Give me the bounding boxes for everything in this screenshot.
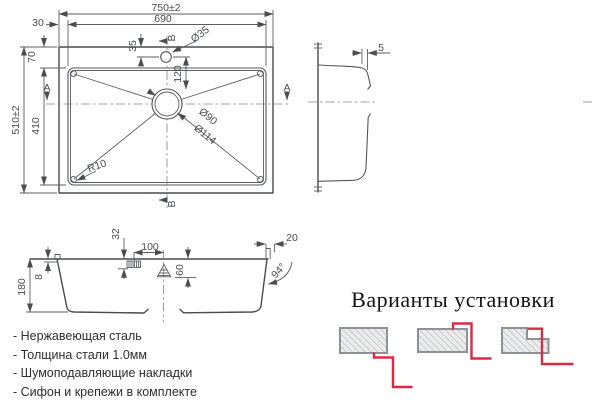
- dim-bowl-width-label: 690: [154, 13, 172, 25]
- dim-overall-width-label: 750±2: [151, 2, 180, 14]
- section-a-label-left: A: [43, 82, 50, 94]
- dim-drain-offset-label: 120: [172, 65, 184, 83]
- install-option-overmount: [417, 322, 492, 360]
- dim-level-label: 60: [174, 264, 186, 276]
- feature-item: - Шумоподавляющие накладки: [13, 366, 193, 380]
- section-b-label-top: B: [166, 34, 178, 41]
- dim-rim-height-label: 8: [33, 274, 45, 280]
- top-view-outline: [46, 36, 290, 210]
- feature-item: - Толщина стали 1.0мм: [13, 347, 147, 362]
- dim-wall-angle-label: 94°: [269, 261, 289, 281]
- front-view-outline: [29, 248, 271, 322]
- install-option-flush: [501, 327, 574, 366]
- faucet-hole: [160, 51, 172, 63]
- side-view-dimensions: [352, 49, 390, 70]
- side-view: 5: [308, 42, 592, 193]
- top-view: 750±2 690 30 510±2 410 70 35 Ø35 120 Ø90…: [10, 2, 291, 210]
- section-b-label-bottom: B: [166, 200, 178, 207]
- noise-pad-icon: [126, 260, 141, 268]
- dim-clip-to-center-label: 100: [141, 241, 159, 253]
- dim-faucet-offset-label: 35: [127, 40, 139, 52]
- dim-rim-overhang-label: 20: [286, 232, 298, 244]
- feature-item: - Нержавеющая сталь: [13, 329, 142, 343]
- installation-diagrams: [339, 322, 574, 389]
- feature-item: - Сифон и крепежи в комплекте: [13, 384, 197, 399]
- drain-hole: [151, 88, 183, 120]
- dim-rim-label: 5: [378, 42, 384, 54]
- dim-corner-radius-label: R10: [86, 157, 108, 175]
- dim-overall-depth-label: 510±2: [10, 105, 22, 134]
- dim-drain-outer-label: Ø114: [191, 122, 218, 147]
- installation-title: Варианты установки: [351, 287, 555, 312]
- feature-list: - Нержавеющая сталь - Толщина стали 1.0м…: [13, 327, 197, 400]
- section-a-label-right: A: [283, 82, 290, 94]
- side-view-outline: [308, 42, 592, 193]
- dim-edge-left-label: 30: [32, 17, 44, 29]
- level-triangle-icon: [156, 263, 172, 278]
- install-option-undermount: [339, 327, 413, 389]
- dim-bowl-depth-label: 410: [30, 117, 42, 135]
- dim-edge-top-label: 70: [26, 51, 38, 63]
- front-view: 32 100 20 180 8 60 94°: [16, 228, 298, 322]
- dim-clip-drop-label: 32: [110, 228, 122, 240]
- front-view-dimensions: [26, 238, 293, 313]
- dim-depth-label: 180: [16, 278, 28, 296]
- dim-faucet-hole-label: Ø35: [189, 24, 212, 46]
- top-view-dimensions: [20, 10, 290, 203]
